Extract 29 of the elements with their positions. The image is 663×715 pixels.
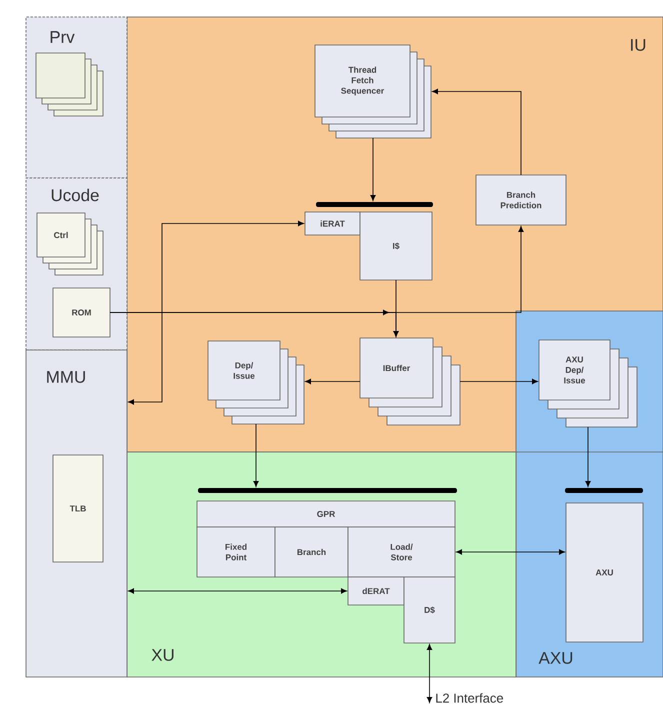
- arrow: [370, 138, 376, 201]
- unit-box: Fixed Point: [196, 526, 276, 578]
- arrow: [585, 426, 591, 487]
- unit-box: GPR: [196, 500, 456, 528]
- stacked-box: IBuffer: [360, 338, 460, 426]
- unit-box: dERAT: [348, 576, 404, 606]
- stacked-box: Thread Fetch Sequencer: [314, 44, 432, 138]
- unit-box: I$: [360, 212, 432, 280]
- arrow: [426, 644, 432, 703]
- arrow: [393, 280, 399, 337]
- unit-box: AXU: [566, 502, 644, 642]
- stacked-box: Dep/ Issue: [208, 340, 304, 424]
- stacked-box: [36, 52, 104, 116]
- stacked-box: AXU Dep/ Issue: [538, 340, 638, 428]
- unit-box: ROM: [52, 288, 110, 338]
- arrow: [432, 88, 522, 176]
- arrow: [128, 588, 347, 594]
- arrow: [253, 424, 259, 487]
- unit-box: iERAT: [304, 212, 360, 236]
- stacked-box: Ctrl: [36, 212, 104, 276]
- unit-box: TLB: [52, 454, 104, 562]
- arrow: [456, 549, 565, 555]
- interface-label: L2 Interface: [436, 693, 503, 703]
- arrow: [460, 378, 538, 384]
- unit-box: Branch: [274, 526, 348, 578]
- unit-box: Branch Prediction: [476, 174, 566, 226]
- arrow: [128, 220, 304, 405]
- arrow: [305, 378, 360, 384]
- node-label: AXU: [566, 356, 583, 362]
